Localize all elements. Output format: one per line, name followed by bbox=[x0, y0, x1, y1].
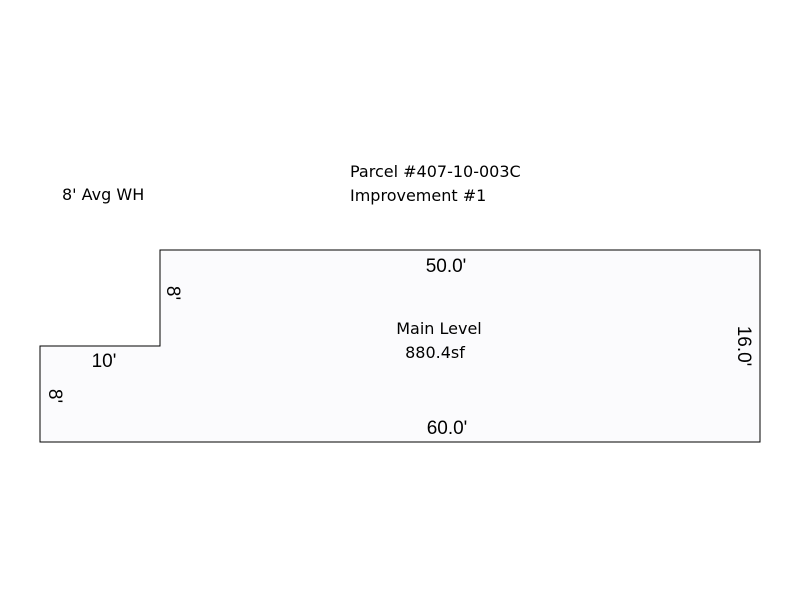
improvement-label: Improvement #1 bbox=[350, 186, 486, 205]
dimension-right: 16.0' bbox=[733, 326, 754, 367]
wall-height-note: 8' Avg WH bbox=[62, 185, 144, 204]
dimension-top: 50.0' bbox=[426, 256, 467, 277]
area-name: Main Level bbox=[396, 319, 482, 338]
building-outline[interactable] bbox=[39, 249, 761, 443]
area-size: 880.4sf bbox=[405, 343, 465, 362]
dimension-left-height: 8' bbox=[44, 389, 65, 403]
parcel-label: Parcel #407-10-003C bbox=[350, 162, 521, 181]
dimension-bottom: 60.0' bbox=[427, 418, 468, 439]
dimension-notch-width: 10' bbox=[92, 351, 117, 372]
dimension-notch-height: 8' bbox=[162, 286, 183, 300]
